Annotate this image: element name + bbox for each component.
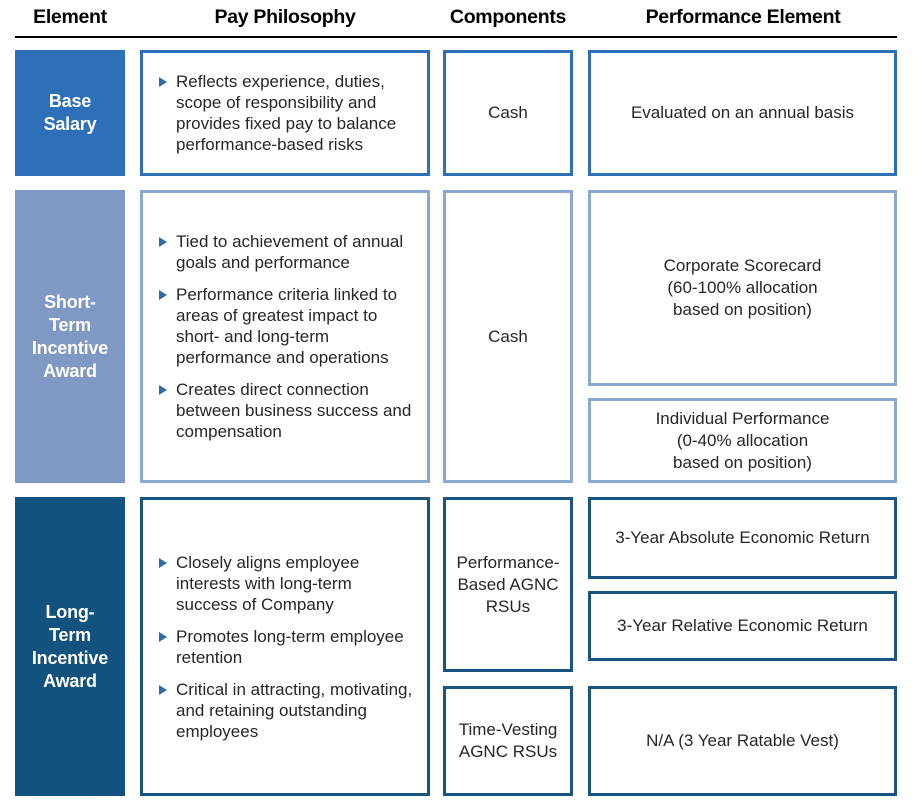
components-cell-row-3-time-vesting-rsus: Time-Vesting AGNC RSUs (443, 686, 573, 796)
triangle-bullet-icon (159, 71, 169, 92)
list-item: Performance criteria linked to areas of … (159, 284, 413, 368)
list-item: Tied to achievement of annual goals and … (159, 231, 413, 273)
performance-element-cell-row-3-absolute-return: 3-Year Absolute Economic Return (588, 497, 897, 579)
list-item: Reflects experience, duties, scope of re… (159, 71, 413, 155)
bullet-text: Tied to achievement of annual goals and … (176, 232, 404, 272)
performance-element-cell-row-3-relative-return: 3-Year Relative Economic Return (588, 591, 897, 661)
row-label-long-term-incentive-award: Long- Term Incentive Award (15, 497, 125, 796)
performance-element-cell-row-2-corporate-scorecard: Corporate Scorecard (60-100% allocation … (588, 190, 897, 386)
row-label-base-salary: Base Salary (15, 50, 125, 176)
pay-philosophy-cell-row-1: Reflects experience, duties, scope of re… (140, 50, 430, 176)
column-header-pay-philosophy: Pay Philosophy (214, 6, 356, 28)
triangle-bullet-icon (159, 626, 169, 647)
column-header-performance-element: Performance Element (645, 6, 841, 28)
bullet-list: Closely aligns employee interests with l… (159, 552, 413, 742)
components-cell-row-1-cash: Cash (443, 50, 573, 176)
components-cell-row-3-performance-based-rsus: Performance- Based AGNC RSUs (443, 497, 573, 672)
table-header-row: Element Pay Philosophy Components Perfor… (0, 0, 920, 34)
triangle-bullet-icon (159, 552, 169, 573)
column-header-components: Components (449, 6, 567, 28)
triangle-bullet-icon (159, 231, 169, 252)
list-item: Critical in attracting, motivating, and … (159, 679, 413, 742)
bullet-text: Critical in attracting, motivating, and … (176, 679, 413, 741)
bullet-text: Creates direct connection between busine… (176, 380, 412, 441)
list-item: Closely aligns employee interests with l… (159, 552, 413, 615)
performance-element-cell-row-3-time-vesting: N/A (3 Year Ratable Vest) (588, 686, 897, 796)
triangle-bullet-icon (159, 284, 169, 305)
row-label-short-term-incentive-award: Short- Term Incentive Award (15, 190, 125, 483)
triangle-bullet-icon (159, 679, 169, 700)
bullet-list: Reflects experience, duties, scope of re… (159, 71, 413, 155)
column-header-element: Element (33, 6, 107, 28)
list-item: Creates direct connection between busine… (159, 379, 413, 442)
performance-element-cell-row-2-individual-performance: Individual Performance (0-40% allocation… (588, 398, 897, 483)
performance-element-cell-row-1: Evaluated on an annual basis (588, 50, 897, 176)
list-item: Promotes long-term employee retention (159, 626, 413, 668)
components-cell-row-2-cash: Cash (443, 190, 573, 483)
header-divider-rule (15, 36, 897, 38)
bullet-text: Closely aligns employee interests with l… (176, 552, 360, 614)
triangle-bullet-icon (159, 379, 169, 400)
bullet-text: Performance criteria linked to areas of … (176, 285, 398, 367)
bullet-list: Tied to achievement of annual goals and … (159, 231, 413, 442)
pay-philosophy-cell-row-2: Tied to achievement of annual goals and … (140, 190, 430, 483)
bullet-text: Reflects experience, duties, scope of re… (176, 72, 397, 154)
pay-philosophy-cell-row-3: Closely aligns employee interests with l… (140, 497, 430, 796)
bullet-text: Promotes long-term employee retention (176, 626, 404, 667)
